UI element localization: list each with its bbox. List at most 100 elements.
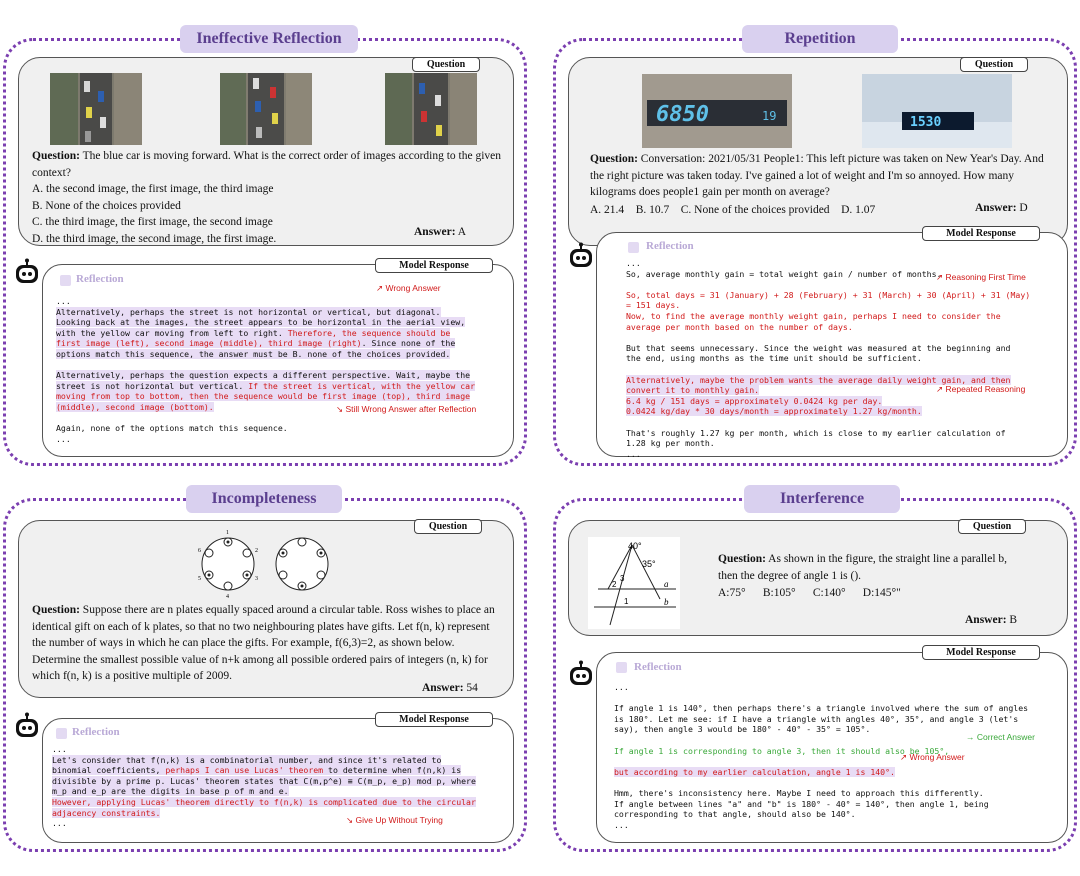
- line: If angle 1 is 140°, then perhaps there's…: [614, 703, 1029, 714]
- line: perhaps I can use Lucas' theorem: [165, 765, 324, 776]
- line: ...: [52, 818, 67, 829]
- line: Looking back at the images, the street a…: [56, 317, 466, 328]
- question-tag-1: Question: [412, 57, 480, 72]
- response-tag-3: Model Response: [375, 712, 493, 727]
- scale-image-left: 6850 19: [642, 74, 792, 148]
- line: However, applying Lucas' theorem directl…: [52, 796, 476, 807]
- reflection-label-1: Reflection: [76, 273, 124, 285]
- response-text-1: ... Alternatively, perhaps the street is…: [56, 296, 475, 444]
- line: convert it to monthly gain.: [626, 385, 760, 396]
- fig-label: a: [664, 579, 669, 589]
- reflection-icon: [56, 728, 67, 739]
- line: If angle 1 is corresponding to angle 3, …: [614, 745, 950, 756]
- line: m_p and e_p are the digits in base p of …: [52, 786, 289, 797]
- option-c: C. None of the choices provided: [680, 204, 830, 216]
- line: corresponding to that angle, should also…: [614, 809, 856, 820]
- answer-4: Answer: B: [965, 614, 1017, 626]
- line: average per month based on the number of…: [626, 321, 853, 332]
- reflection-icon: [616, 662, 627, 673]
- question-text-4: Question: As shown in the figure, the st…: [718, 551, 1018, 584]
- plate-label: 6: [198, 548, 201, 554]
- option-c: C. the third image, the first image, the…: [32, 216, 273, 228]
- answer-value: A: [455, 226, 467, 238]
- option-b: B. 10.7: [635, 204, 670, 216]
- robot-icon: [570, 660, 592, 685]
- question-label: Question:: [590, 153, 638, 165]
- line: but according to my earlier calculation,…: [614, 766, 895, 777]
- robot-icon: [16, 258, 38, 283]
- line: So, total days = 31 (January) + 28 (Febr…: [626, 289, 1031, 300]
- response-tag-1: Model Response: [375, 258, 493, 273]
- plate-circle-left: 1 2 3 4 5 6: [198, 530, 258, 600]
- answer-label: Answer:: [414, 226, 456, 238]
- question-tag-3: Question: [414, 519, 482, 534]
- answer-2: Answer: D: [975, 202, 1028, 214]
- response-text-3: ... Let's consider that f(n,k) is a comb…: [52, 744, 476, 829]
- line: Now, to find the average monthly weight …: [626, 310, 1001, 321]
- note-correct-answer: → Correct Answer: [966, 732, 1035, 742]
- panel-title-repetition: Repetition: [742, 25, 898, 53]
- note-wrong-answer-4: ↗ Wrong Answer: [900, 752, 965, 762]
- answer-value: B: [1006, 614, 1018, 626]
- question-text-2: Question: Conversation: 2021/05/31 Peopl…: [590, 151, 1050, 201]
- question-body: As shown in the figure, the straight lin…: [718, 553, 1008, 582]
- panel-title-incompleteness: Incompleteness: [186, 485, 342, 513]
- option-a: A:75°: [718, 587, 746, 599]
- answer-value: 54: [463, 682, 478, 694]
- aerial-image-1: [50, 73, 142, 145]
- note-wrong-answer: ↗ Wrong Answer: [376, 283, 441, 293]
- line: . Since none of the: [361, 338, 456, 349]
- answer-value: D: [1016, 202, 1028, 214]
- question-label: Question:: [32, 150, 80, 162]
- question-body: Suppose there are n plates equally space…: [32, 604, 495, 649]
- fig-label: b: [664, 597, 669, 607]
- line: ...: [56, 296, 71, 306]
- line: moving from top to bottom, then the sequ…: [56, 391, 471, 402]
- line: first image (left), second image (middle…: [56, 338, 362, 349]
- line: ...: [626, 448, 641, 459]
- scale-reading-right: 1530: [910, 115, 941, 130]
- note-text: Reasoning First Time: [945, 272, 1026, 282]
- note-give-up: ↘ Give Up Without Trying: [346, 815, 443, 825]
- question-text-3: Question: Suppose there are n plates equ…: [32, 602, 502, 685]
- plate-label: 3: [255, 576, 258, 582]
- line: Again, none of the options match this se…: [56, 423, 288, 434]
- scale-reading-left-small: 19: [762, 109, 776, 123]
- question-body-2: Determine the smallest possible value of…: [32, 653, 488, 683]
- question-tag-4: Question: [958, 519, 1026, 534]
- response-tag-4: Model Response: [922, 645, 1040, 660]
- line: Hmm, there's inconsistency here. Maybe I…: [614, 787, 984, 798]
- note-text: Correct Answer: [976, 732, 1035, 742]
- line: That's roughly 1.27 kg per month, which …: [626, 427, 1006, 438]
- reflection-icon: [628, 242, 639, 253]
- line: (middle), second image (bottom).: [56, 401, 214, 412]
- note-text: Wrong Answer: [909, 752, 965, 762]
- question-box-3: [18, 520, 514, 698]
- robot-icon: [16, 712, 38, 737]
- fig-label: 2: [612, 580, 617, 589]
- reflection-icon: [60, 275, 71, 286]
- line: ...: [626, 258, 641, 268]
- response-text-2: ... So, average monthly gain = total wei…: [626, 258, 1030, 459]
- line: ...: [56, 433, 71, 444]
- answer-label: Answer:: [422, 682, 464, 694]
- line: divisible by a prime p. Lucas' theorem s…: [52, 775, 476, 786]
- question-tag-2: Question: [960, 57, 1028, 72]
- response-text-4: ... If angle 1 is 140°, then perhaps the…: [614, 682, 1028, 830]
- panel-title-ineffective-reflection: Ineffective Reflection: [180, 25, 358, 53]
- line: Alternatively, maybe the problem wants t…: [626, 374, 1011, 385]
- question-text-1: Question: The blue car is moving forward…: [32, 148, 502, 247]
- response-box-4: [596, 652, 1068, 843]
- line: street is not horizontal but vertical.: [56, 380, 249, 391]
- fig-label: 1: [624, 597, 629, 606]
- line: say), then angle 3 would be 180° - 40° -…: [614, 724, 871, 735]
- answer-1: Answer: A: [414, 226, 466, 238]
- line: Alternatively, perhaps the street is not…: [56, 306, 441, 317]
- question-body: The blue car is moving forward. What is …: [32, 150, 502, 179]
- option-d: D. the third image, the second image, th…: [32, 232, 277, 245]
- aerial-image-3: [385, 73, 477, 145]
- note-text: Give Up Without Trying: [355, 815, 443, 825]
- question-body: Conversation: 2021/05/31 People1: This l…: [590, 153, 1044, 198]
- option-d: D. 1.07: [841, 204, 876, 216]
- line: = 151 days.: [626, 300, 681, 311]
